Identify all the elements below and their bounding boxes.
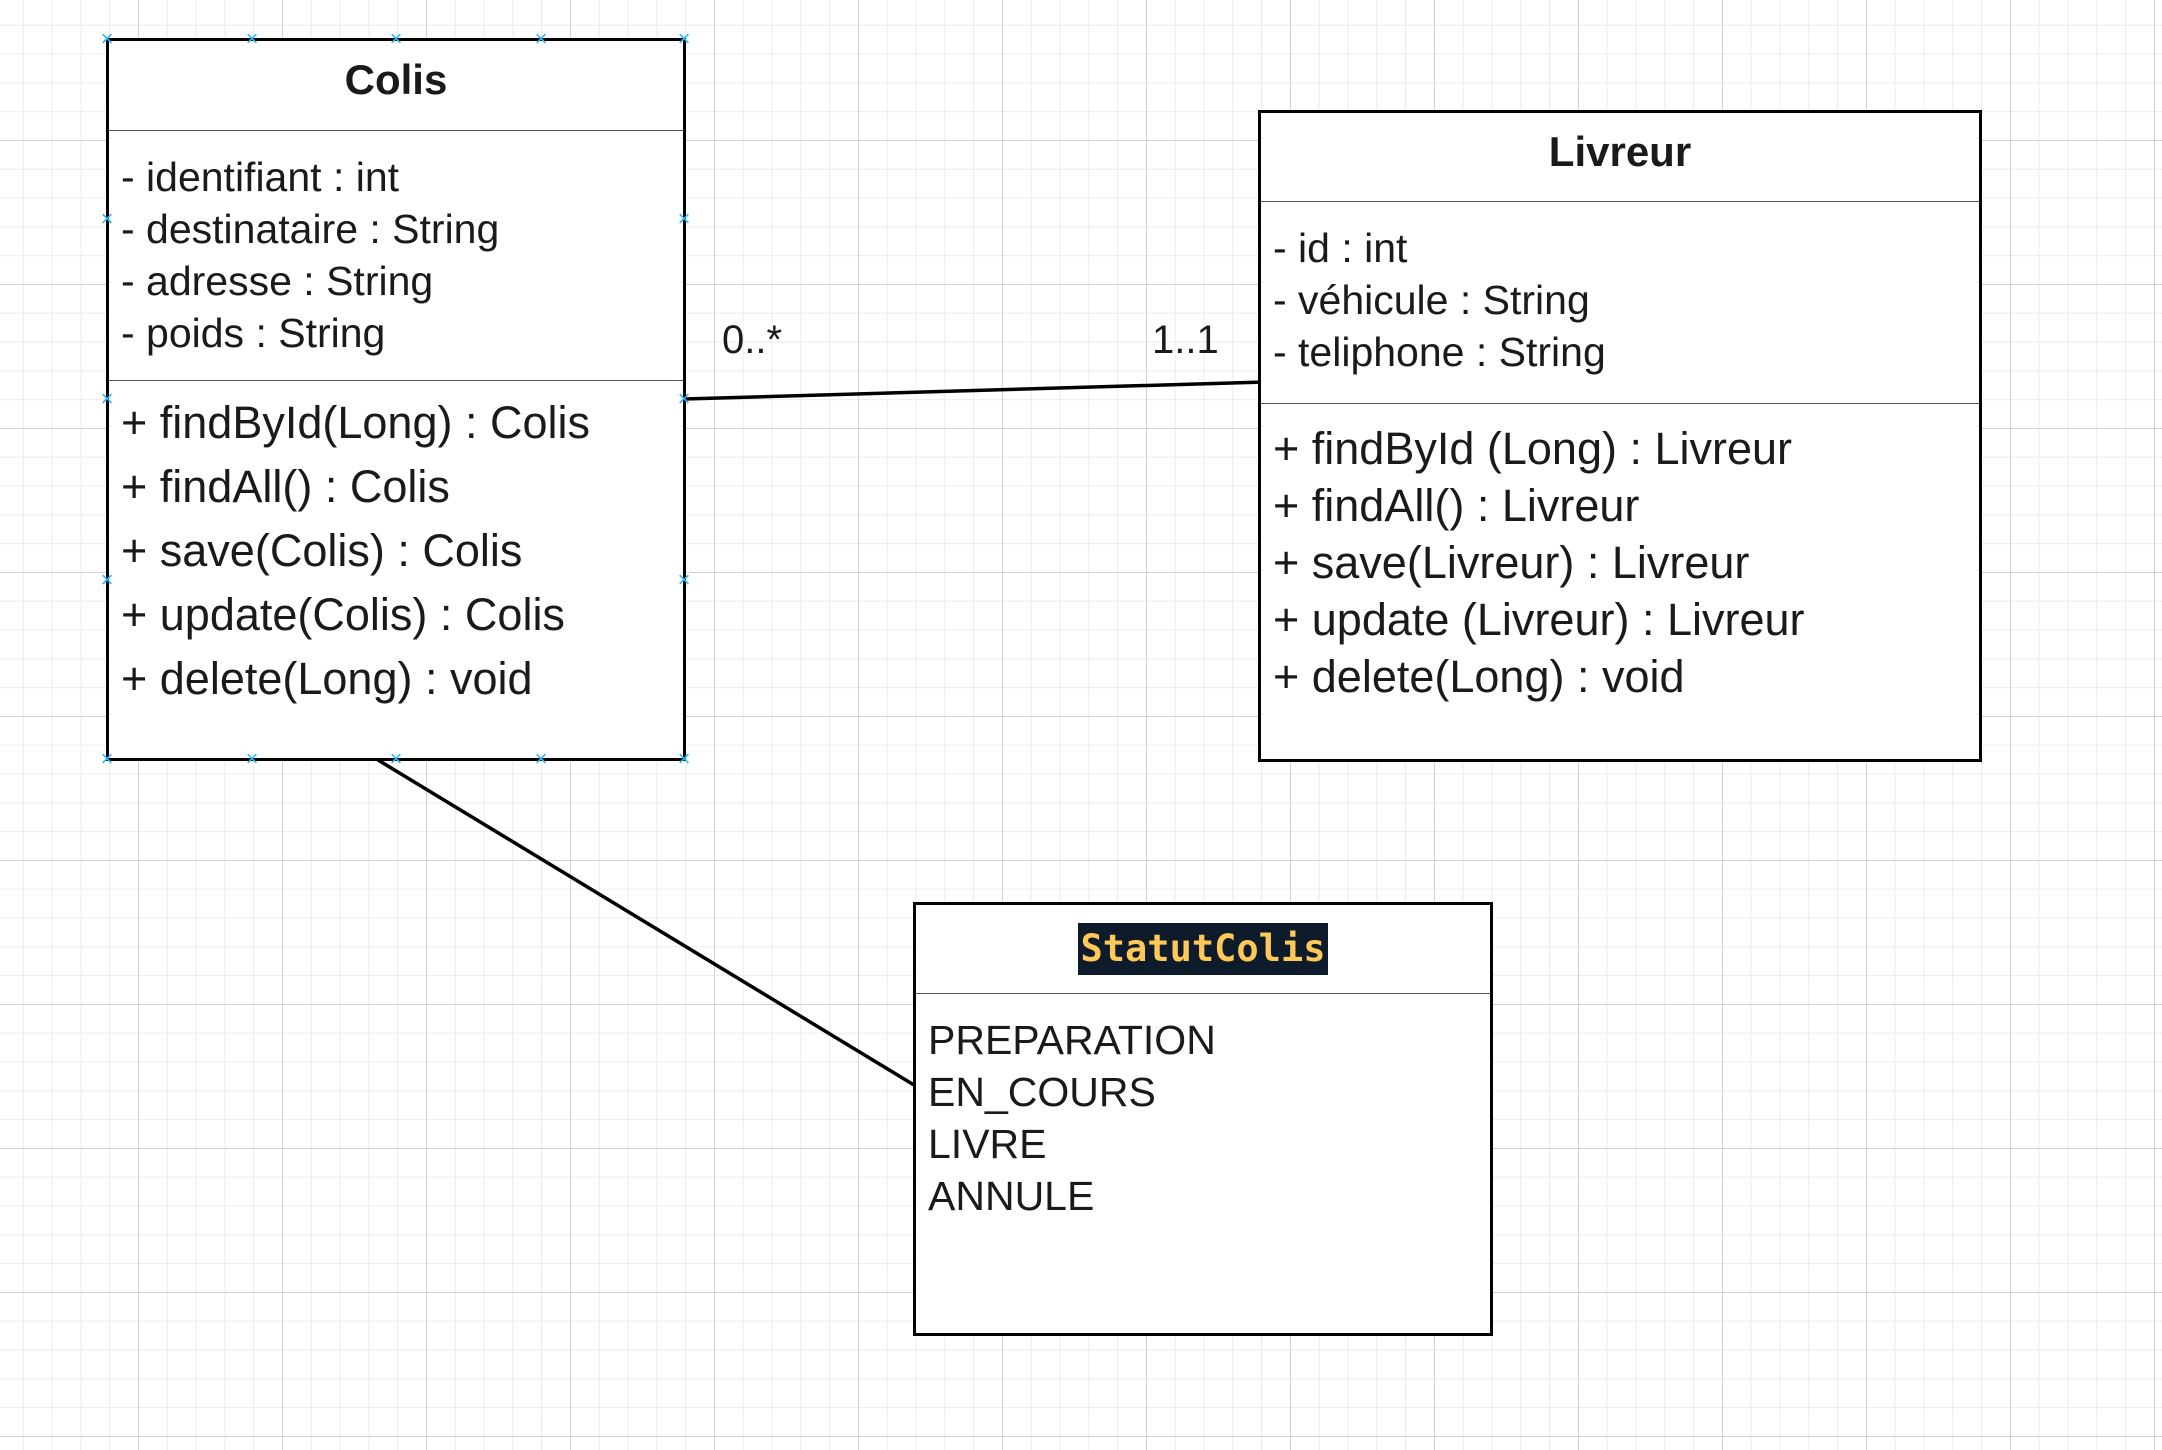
- class-livreur-name: Livreur: [1261, 113, 1979, 202]
- operation-row[interactable]: + findById (Long) : Livreur: [1273, 423, 1793, 474]
- association-colis-statut[interactable]: [377, 758, 915, 1087]
- selection-handle-icon[interactable]: ×: [677, 386, 691, 411]
- enum-literal[interactable]: EN_COURS: [928, 1069, 1156, 1115]
- class-colis-name: Colis: [109, 41, 683, 131]
- operation-row[interactable]: + save(Livreur) : Livreur: [1273, 537, 1750, 588]
- multiplicity-colis-end: 0..*: [722, 318, 783, 362]
- class-livreur-operations: + findById (Long) : Livreur + findAll() …: [1261, 403, 1979, 705]
- selection-handle-icon[interactable]: ×: [100, 386, 114, 411]
- operation-row[interactable]: + delete(Long) : void: [1273, 651, 1685, 702]
- enum-literal[interactable]: PREPARATION: [928, 1017, 1216, 1063]
- operation-row[interactable]: + delete(Long) : void: [121, 653, 533, 704]
- enum-statut-colis-header: StatutColis: [916, 905, 1490, 994]
- attribute-row[interactable]: - teliphone : String: [1273, 329, 1606, 375]
- enum-statut-colis-literals: PREPARATION EN_COURS LIVRE ANNULE: [916, 994, 1490, 1222]
- selection-handle-icon[interactable]: ×: [389, 746, 403, 771]
- selection-handle-icon[interactable]: ×: [100, 206, 114, 231]
- class-livreur[interactable]: Livreur - id : int - véhicule : String -…: [1258, 110, 1982, 762]
- operation-row[interactable]: + save(Colis) : Colis: [121, 525, 523, 576]
- multiplicity-livreur-end: 1..1: [1152, 318, 1219, 362]
- selection-handle-icon[interactable]: ×: [677, 206, 691, 231]
- enum-literal[interactable]: ANNULE: [928, 1173, 1095, 1219]
- attribute-row[interactable]: - véhicule : String: [1273, 277, 1590, 323]
- selection-handle-icon[interactable]: ×: [100, 567, 114, 592]
- enum-literal[interactable]: LIVRE: [928, 1121, 1047, 1167]
- attribute-row[interactable]: - poids : String: [121, 310, 386, 356]
- selection-handle-icon[interactable]: ×: [100, 746, 114, 771]
- selection-handle-icon[interactable]: ×: [245, 746, 259, 771]
- selection-handle-icon[interactable]: ×: [534, 26, 548, 51]
- class-colis-operations: + findById(Long) : Colis + findAll() : C…: [109, 380, 683, 711]
- class-livreur-attributes: - id : int - véhicule : String - telipho…: [1261, 202, 1979, 403]
- attribute-row[interactable]: - adresse : String: [121, 258, 434, 304]
- operation-row[interactable]: + findAll() : Colis: [121, 461, 450, 512]
- association-colis-livreur[interactable]: [683, 380, 1266, 401]
- operation-row[interactable]: + update(Colis) : Colis: [121, 589, 565, 640]
- class-colis-attributes: - identifiant : int - destinataire : Str…: [109, 131, 683, 380]
- attribute-row[interactable]: - identifiant : int: [121, 154, 400, 200]
- enum-statut-colis[interactable]: StatutColis PREPARATION EN_COURS LIVRE A…: [913, 902, 1493, 1336]
- selection-handle-icon[interactable]: ×: [677, 26, 691, 51]
- selection-handle-icon[interactable]: ×: [100, 26, 114, 51]
- selection-handle-icon[interactable]: ×: [245, 26, 259, 51]
- operation-row[interactable]: + findAll() : Livreur: [1273, 480, 1640, 531]
- selection-handle-icon[interactable]: ×: [677, 567, 691, 592]
- enum-statut-colis-name: StatutColis: [1078, 923, 1328, 976]
- selection-handle-icon[interactable]: ×: [677, 746, 691, 771]
- operation-row[interactable]: + update (Livreur) : Livreur: [1273, 594, 1805, 645]
- selection-handle-icon[interactable]: ×: [389, 26, 403, 51]
- class-colis[interactable]: Colis - identifiant : int - destinataire…: [106, 38, 686, 761]
- attribute-row[interactable]: - id : int: [1273, 225, 1408, 271]
- selection-handle-icon[interactable]: ×: [534, 746, 548, 771]
- operation-row[interactable]: + findById(Long) : Colis: [121, 397, 590, 448]
- attribute-row[interactable]: - destinataire : String: [121, 206, 500, 252]
